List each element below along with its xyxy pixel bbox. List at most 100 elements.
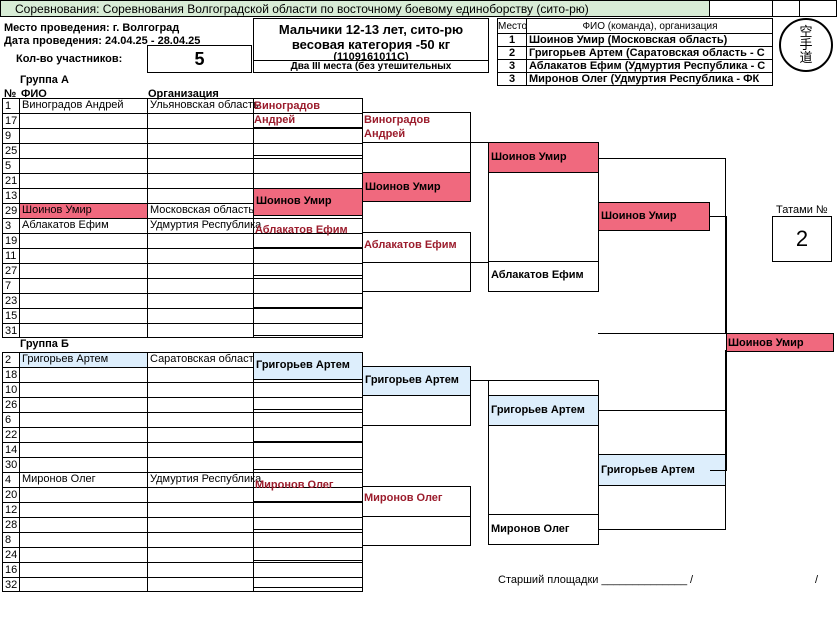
- col-num-header: №: [4, 88, 17, 100]
- row-name: [19, 159, 147, 173]
- third-place-box: Два III места (без утешительных: [253, 60, 489, 73]
- row-name: [19, 294, 147, 308]
- row-number: 5: [5, 160, 12, 172]
- row-number: 10: [5, 384, 18, 396]
- row-number: 13: [5, 190, 18, 202]
- result-text-2: Григорьев Артем (Саратовская область - С: [529, 47, 765, 59]
- result-place-3: 3: [508, 60, 516, 72]
- row-number: 18: [5, 369, 18, 381]
- row-organization: [147, 309, 254, 323]
- row-name: [19, 533, 147, 547]
- third-place-note: Два III места (без утешительных: [290, 61, 452, 72]
- r3-mironov: Миронов Олег: [488, 514, 599, 545]
- logo-text: 空手道: [799, 25, 813, 66]
- row-number: 17: [5, 115, 18, 127]
- category-box: Мальчики 12-13 лет, сито-рю весовая кате…: [253, 18, 489, 73]
- row-organization: [147, 129, 254, 143]
- row-name: Миронов Олег: [19, 473, 147, 487]
- result-text-1: Шоинов Умир (Московская область): [529, 34, 728, 46]
- row-name: [19, 488, 147, 502]
- row-organization: [147, 563, 254, 577]
- r1-grigoriev: Григорьев Артем: [253, 352, 363, 380]
- row-organization: Удмуртия Республика: [147, 219, 261, 233]
- footer-slash-1: /: [690, 574, 694, 586]
- row-organization: Московская область: [147, 204, 254, 218]
- senior-label: Старший площадки ______________: [498, 574, 688, 586]
- row-name: Григорьев Артем: [19, 353, 147, 367]
- row-number: 31: [5, 325, 18, 337]
- final-winner: Шоинов Умир: [726, 333, 834, 352]
- result-place-1: 1: [508, 34, 516, 46]
- row-name: [19, 578, 147, 592]
- row-number: 11: [5, 250, 17, 262]
- group-a-title: Группа А: [20, 74, 69, 86]
- row-organization: [147, 324, 254, 338]
- row-organization: [147, 413, 254, 427]
- row-organization: [147, 234, 254, 248]
- row-organization: [147, 578, 254, 592]
- dates-label: Дата проведения: 24.04.25 - 28.04.25: [4, 35, 201, 47]
- header-cell-1: [709, 0, 773, 17]
- row-organization: [147, 279, 254, 293]
- participants-count-box: 5: [147, 45, 252, 73]
- row-organization: [147, 503, 254, 517]
- row-organization: [147, 114, 254, 128]
- r1-shoinov: Шоинов Умир: [253, 188, 363, 216]
- row-organization: [147, 398, 254, 412]
- r4-grigoriev: Григорьев Артем: [598, 454, 726, 486]
- tatami-label: Татами №: [776, 204, 828, 216]
- row-organization: [147, 548, 254, 562]
- tatami-value: 2: [795, 226, 809, 251]
- row-organization: [147, 368, 254, 382]
- row-number: 12: [5, 504, 18, 516]
- row-number: 25: [5, 145, 18, 157]
- result-text-4: Миронов Олег (Удмуртия Республика - ФК: [529, 73, 760, 85]
- col-name-header: ФИО: [21, 88, 47, 100]
- results-col-name: ФИО (команда), организация: [582, 21, 718, 32]
- row-organization: [147, 533, 254, 547]
- r2-mironov: Миронов Олег: [364, 492, 443, 504]
- row-number: 27: [5, 265, 18, 277]
- row-number: 9: [5, 130, 12, 142]
- row-number: 14: [5, 444, 18, 456]
- r3-grigoriev: Григорьев Артем: [488, 395, 599, 426]
- row-name: [19, 413, 147, 427]
- table-row: 27: [2, 263, 363, 278]
- row-number: 4: [5, 474, 12, 486]
- r4-shoinov: Шоинов Умир: [598, 202, 710, 231]
- row-number: 29: [5, 205, 18, 217]
- category-line2: весовая категория -50 кг: [291, 37, 451, 52]
- karate-logo: 空手道: [779, 18, 833, 72]
- row-name: [19, 398, 147, 412]
- col-org-header: Организация: [148, 88, 219, 100]
- row-organization: [147, 144, 254, 158]
- row-name: [19, 518, 147, 532]
- row-number: 24: [5, 549, 18, 561]
- r4-box-1: [598, 158, 726, 334]
- row-number: 15: [5, 310, 18, 322]
- participants-count: 5: [194, 49, 205, 69]
- result-text-3: Аблакатов Ефим (Удмуртия Республика - С: [529, 60, 766, 72]
- category-code: (1109161011С): [333, 51, 409, 63]
- row-name: [19, 174, 147, 188]
- results-col-place: Место: [498, 21, 528, 32]
- row-name: [19, 114, 147, 128]
- r3-ablakatov: Аблакатов Ефим: [488, 261, 599, 292]
- row-number: 23: [5, 295, 18, 307]
- row-name: [19, 309, 147, 323]
- row-number: 16: [5, 564, 18, 576]
- venue-label: Место проведения: г. Волгоград: [4, 22, 180, 34]
- row-number: 30: [5, 459, 18, 471]
- row-name: [19, 264, 147, 278]
- row-number: 2: [5, 354, 12, 366]
- row-number: 19: [5, 235, 18, 247]
- row-organization: Удмуртия Республика: [147, 473, 261, 487]
- r2-shoinov: Шоинов Умир: [362, 172, 471, 202]
- tatami-box: 2: [772, 216, 832, 262]
- row-number: 6: [5, 414, 12, 426]
- row-name: [19, 443, 147, 457]
- row-name: [19, 279, 147, 293]
- category-line1: Мальчики 12-13 лет, сито-рю: [278, 22, 464, 37]
